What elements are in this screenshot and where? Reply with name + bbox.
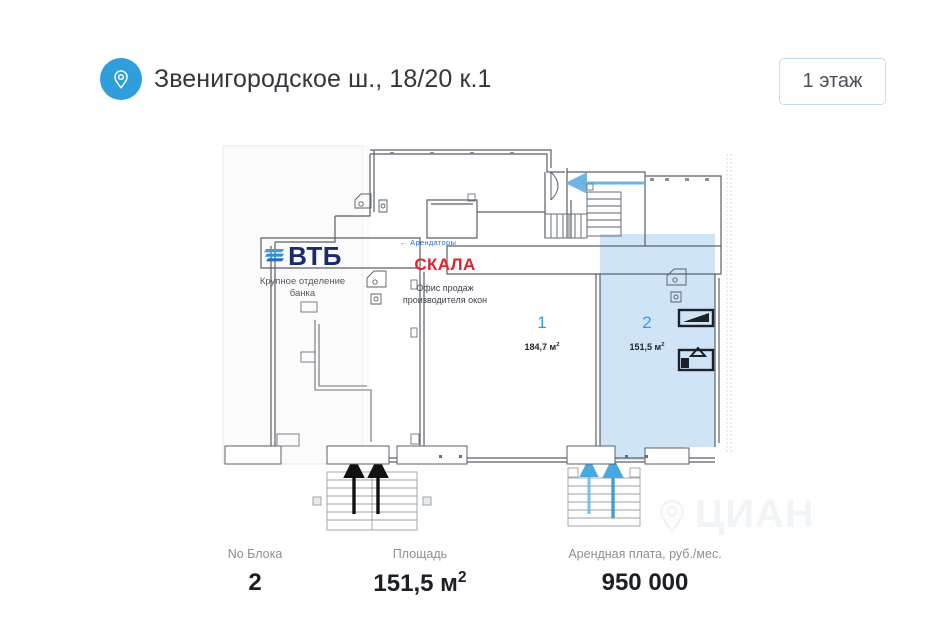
watermark: ЦИАН: [655, 492, 815, 536]
window-ticks: [390, 152, 709, 181]
skala-caption: Офис продаж производителя окон: [402, 283, 488, 305]
stat-value: 151,5 м2: [373, 569, 467, 597]
stat-label: Арендная плата, руб./мес.: [568, 547, 722, 561]
entry-stairs-right: [567, 467, 641, 527]
page-title: Звенигородское ш., 18/20 к.1: [154, 65, 492, 93]
stat-label: Площадь: [392, 547, 448, 561]
stats-bar: No Блока 2 Площадь 151,5 м2 Арендная пла…: [180, 546, 780, 616]
stat-value: 950 000: [601, 569, 689, 596]
location-pin-icon: [100, 58, 142, 100]
skala-logo-text: СКАЛА: [414, 255, 476, 274]
unit-1-number: 1: [537, 313, 547, 332]
unit-2-furniture-icons: [677, 308, 715, 372]
bottom-wall-markers: [439, 455, 648, 458]
vtb-logo: ВТБ: [263, 243, 342, 269]
vtb-stripes-icon: [264, 249, 285, 262]
unit-2-number: 2: [642, 313, 652, 332]
unit-2-highlight: [600, 234, 715, 460]
stat-value: 2: [248, 569, 262, 596]
floor-badge[interactable]: 1 этаж: [779, 58, 886, 105]
header: Звенигородское ш., 18/20 к.1 1 этаж: [0, 0, 950, 140]
vtb-logo-text: ВТБ: [288, 241, 342, 271]
floor-plan[interactable]: ВТБ Крупное отделение банка ← Арендаторы…: [215, 142, 755, 540]
watermark-pin-icon: [659, 499, 685, 534]
vtb-caption: Крупное отделение банка: [259, 276, 346, 299]
vtb-tenant-block: ВТБ Крупное отделение банка: [250, 243, 355, 300]
door-swing-icon: [550, 171, 559, 201]
entry-stairs-left: [312, 471, 432, 531]
unit-2-area: 151,5 м2: [629, 342, 665, 352]
stat-rent: Арендная плата, руб./мес. 950 000: [510, 546, 780, 616]
wc-fixture-icons: [354, 193, 687, 305]
plan-small-markers: [276, 183, 594, 447]
entry-arrows-black: [343, 456, 389, 514]
stat-area: Площадь 151,5 м2: [330, 546, 510, 616]
tenants-note: ← Арендаторы: [400, 238, 457, 247]
staircase-icon: [544, 191, 622, 239]
unit-1-area: 184,7 м2: [524, 342, 560, 352]
stat-label: No Блока: [227, 547, 283, 561]
watermark-text: ЦИАН: [695, 492, 815, 536]
bottom-door-openings: [224, 445, 690, 465]
floor-plan-drawing: [222, 145, 732, 531]
entry-arrows-blue: [579, 456, 624, 518]
stat-block-number: No Блока 2: [180, 546, 330, 616]
